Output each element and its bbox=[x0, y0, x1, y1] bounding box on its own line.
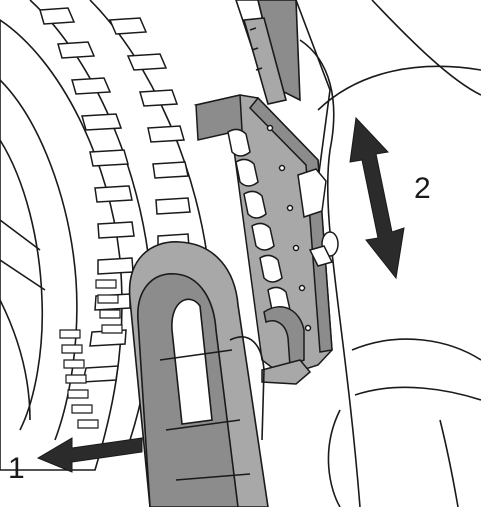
arrow-up-down-icon bbox=[349, 116, 405, 280]
step-1-label: 1 bbox=[8, 452, 25, 485]
height-adjustment-plate bbox=[193, 94, 333, 373]
front-wheel-arm bbox=[128, 241, 269, 507]
wheel-gear-teeth bbox=[59, 279, 123, 429]
handle-column bbox=[235, 0, 331, 181]
mounting-knob bbox=[297, 168, 339, 267]
mower-housing bbox=[299, 0, 481, 507]
adjustment-lever bbox=[261, 306, 312, 385]
step-2-label: 2 bbox=[414, 172, 431, 205]
arrow-left-icon bbox=[36, 437, 143, 473]
